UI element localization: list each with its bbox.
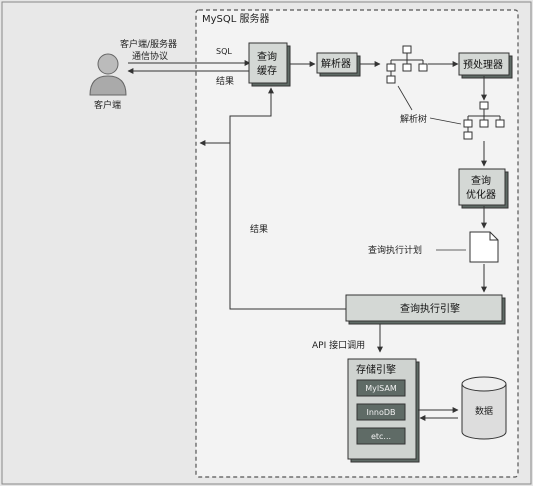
parse-tree-icon-2	[463, 101, 505, 140]
query-plan-document-icon	[469, 231, 499, 263]
result-label-mid: 结果	[250, 223, 268, 235]
parse-tree-pointer-2	[429, 117, 462, 125]
engine-to-cache-result-arrow	[229, 87, 346, 310]
server-title: MySQL 服务器	[202, 12, 270, 25]
query-plan-label: 查询执行计划	[368, 244, 422, 256]
client-icon	[89, 53, 127, 96]
execution-engine-label: 查询执行引擎	[400, 302, 460, 315]
parse-tree-label: 解析树	[400, 113, 427, 125]
parse-tree-pointer-1	[397, 85, 413, 111]
preprocessor-box: 预处理器	[458, 52, 513, 79]
sql-label: SQL	[216, 47, 232, 56]
parser-label: 解析器	[321, 57, 351, 70]
client-label: 客户端	[94, 99, 121, 111]
engine-item-box	[356, 379, 406, 397]
engine-item-label: InnoDB	[366, 408, 395, 417]
storage-engine-title: 存储引擎	[356, 363, 396, 376]
protocol-label: 客户端/服务器 通信协议	[120, 38, 180, 62]
engine-list: MyISAM InnoDB etc...	[356, 379, 406, 445]
optimizer-box: 查询 优化器	[458, 168, 509, 209]
optimizer-label: 查询 优化器	[466, 174, 496, 201]
api-call-label: API 接口调用	[312, 339, 365, 351]
parser-box: 解析器	[316, 52, 361, 77]
preprocessor-label: 预处理器	[463, 59, 503, 71]
engine-item-label: etc...	[371, 432, 391, 441]
query-cache-label: 查询 缓存	[257, 50, 280, 77]
parse-tree-icon	[386, 45, 428, 84]
engine-item-label: MyISAM	[365, 384, 397, 393]
engine-item-box	[356, 403, 406, 421]
database-cylinder-icon	[461, 376, 507, 440]
query-cache-box: 查询 缓存	[248, 42, 291, 87]
result-label-top: 结果	[216, 75, 234, 87]
server-container	[195, 9, 519, 478]
engine-item-box	[356, 427, 406, 445]
execution-engine-box: 查询执行引擎	[345, 294, 506, 325]
data-label: 数据	[475, 405, 493, 417]
